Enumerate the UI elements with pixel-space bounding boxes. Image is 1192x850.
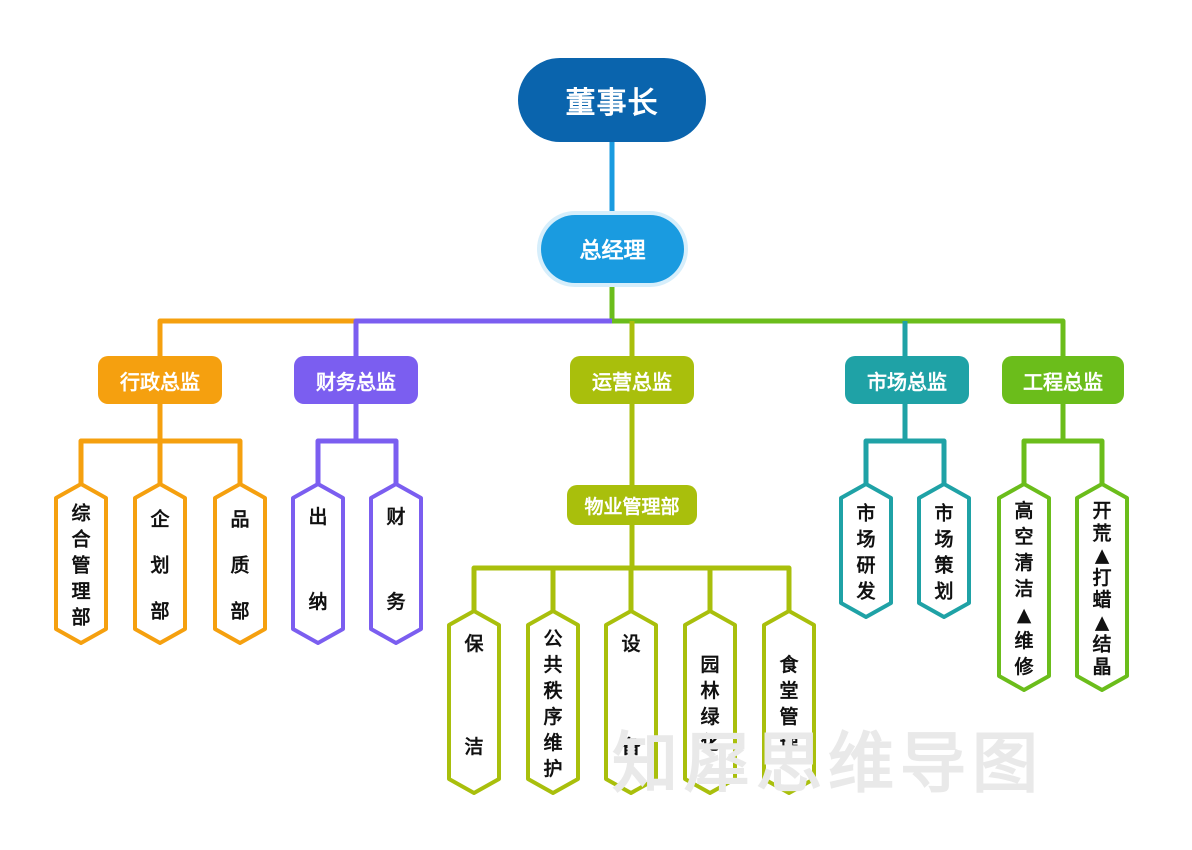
connector-line <box>353 318 612 356</box>
department-box <box>369 482 423 645</box>
general-manager-node[interactable]: 总经理 <box>541 215 684 283</box>
operations-director-node[interactable]: 运营总监 <box>570 356 694 404</box>
department-node[interactable]: 品质部 <box>213 482 267 645</box>
department-box <box>762 609 816 795</box>
department-node[interactable]: 市场研发 <box>839 482 893 619</box>
engineering-director-node[interactable]: 工程总监 <box>1002 356 1124 404</box>
department-label: 品质部 <box>230 509 249 623</box>
department-label: 设备 <box>620 633 641 758</box>
department-node[interactable]: 食堂管理 <box>762 609 816 795</box>
department-box <box>526 609 580 795</box>
department-label: 食堂管理 <box>779 653 799 754</box>
department-node[interactable]: 综合管理部 <box>54 482 108 645</box>
watermark: 知犀思维导图 <box>612 725 1044 802</box>
department-box <box>917 482 971 619</box>
department-node[interactable]: 出纳 <box>291 482 345 645</box>
finance-director-node[interactable]: 财务总监 <box>294 356 418 404</box>
connector-line <box>863 438 947 484</box>
department-node[interactable]: 企划部 <box>133 482 187 645</box>
department-label: 市场策划 <box>934 502 954 603</box>
department-node[interactable]: 园林绿化 <box>683 609 737 795</box>
department-box <box>839 482 893 619</box>
property-management-node[interactable]: 物业管理部 <box>567 485 697 525</box>
connector-line <box>315 438 399 484</box>
department-label: 园林绿化 <box>700 654 720 754</box>
chairman-node[interactable]: 董事长 <box>518 58 706 142</box>
department-label: 出纳 <box>308 505 327 613</box>
admin-director-node[interactable]: 行政总监 <box>98 356 222 404</box>
department-label: 市场研发 <box>855 502 876 603</box>
department-box <box>133 482 187 645</box>
connector-line <box>1021 438 1105 484</box>
department-box <box>604 609 658 795</box>
department-label: 公共秩序维护 <box>543 628 563 780</box>
department-label: 高空清洁▲维修 <box>1013 499 1034 678</box>
department-label: 企划部 <box>149 508 170 623</box>
department-box <box>683 609 737 795</box>
department-node[interactable]: 设备 <box>604 609 658 795</box>
department-box <box>291 482 345 645</box>
department-label: 保洁 <box>463 632 484 758</box>
market-director-node[interactable]: 市场总监 <box>845 356 969 404</box>
department-box <box>997 482 1051 692</box>
department-node[interactable]: 公共秩序维护 <box>526 609 580 795</box>
department-node[interactable]: 保洁 <box>447 609 501 795</box>
department-label: 综合管理部 <box>71 502 91 629</box>
department-node[interactable]: 财务 <box>369 482 423 645</box>
connector-line <box>157 318 356 356</box>
department-box <box>54 482 108 645</box>
department-label: 开荒▲打蜡▲结晶 <box>1092 500 1111 678</box>
department-box <box>1075 482 1129 692</box>
department-label: 财务 <box>386 505 406 613</box>
department-box <box>213 482 267 645</box>
department-box <box>447 609 501 795</box>
department-node[interactable]: 开荒▲打蜡▲结晶 <box>1075 482 1129 692</box>
connector-line <box>612 318 1066 356</box>
department-node[interactable]: 市场策划 <box>917 482 971 619</box>
department-node[interactable]: 高空清洁▲维修 <box>997 482 1051 692</box>
